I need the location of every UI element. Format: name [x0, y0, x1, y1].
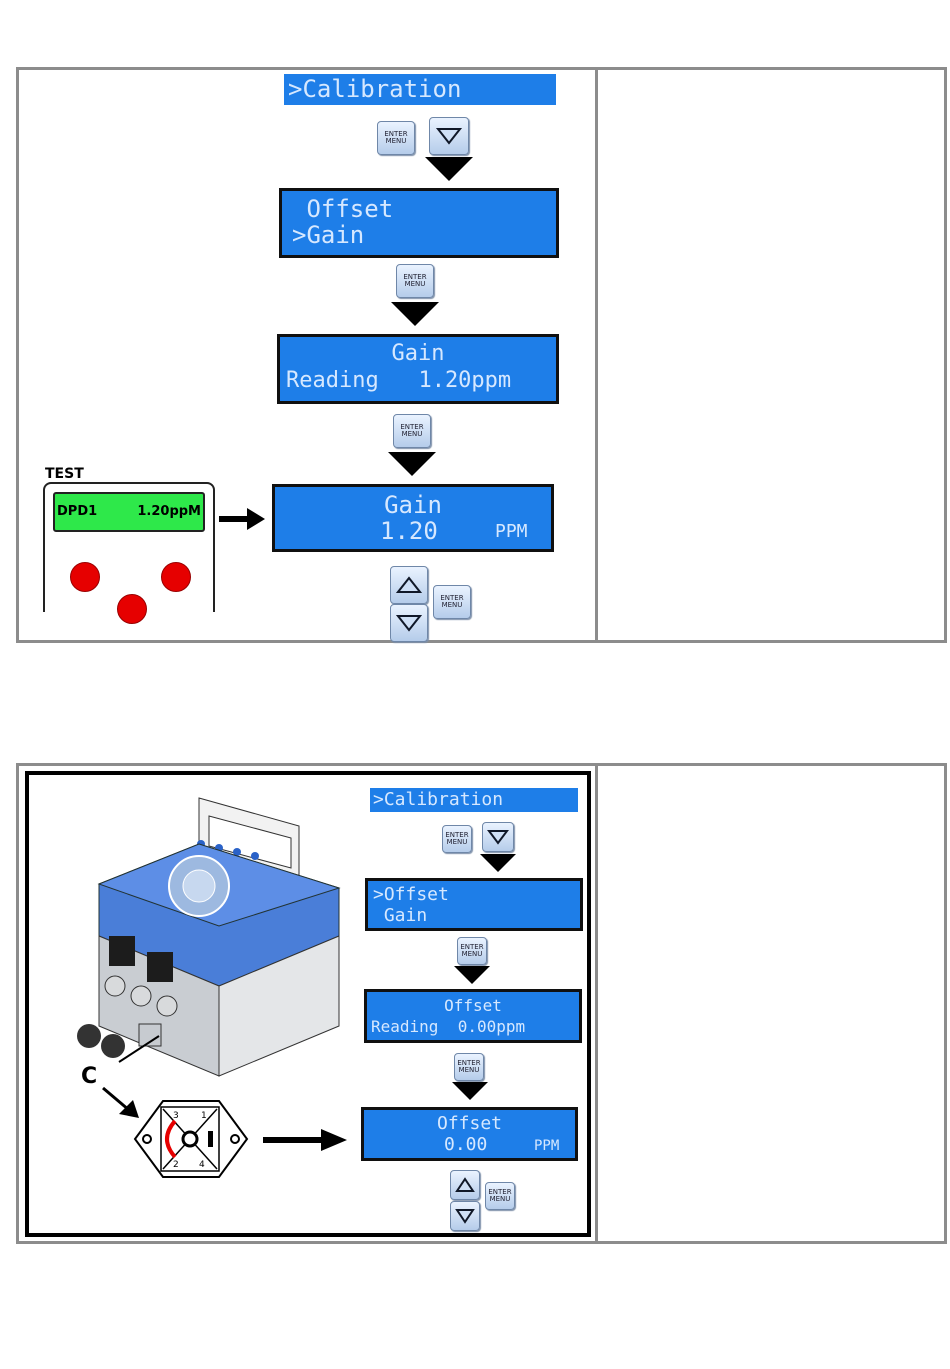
gain-reading-display: Gain Reading 1.20ppm	[277, 334, 559, 404]
arrow-right-icon	[263, 1129, 347, 1151]
up-button[interactable]	[390, 566, 428, 604]
pin-label: 4	[199, 1160, 205, 1170]
down-button[interactable]	[429, 117, 469, 155]
pin-label: 3	[173, 1111, 179, 1121]
meter-button-red[interactable]	[117, 594, 147, 624]
pin-label: 2	[173, 1160, 179, 1170]
panel-divider	[595, 766, 598, 1241]
down-button[interactable]	[482, 822, 514, 852]
down-triangle-icon	[487, 830, 509, 845]
offset-reading-display: Offset Reading 0.00ppm	[364, 989, 582, 1043]
meter-value: 1.20ppM	[137, 504, 201, 519]
offset-figure-frame	[25, 771, 591, 1237]
header-text: >Calibration	[288, 75, 462, 103]
callout-label: C	[81, 1064, 98, 1089]
enter-menu-button[interactable]: ENTER MENU	[457, 937, 487, 965]
offset-gain-menu-display: Offset >Gain	[279, 188, 559, 258]
enter-menu-button[interactable]: ENTER MENU	[396, 264, 434, 298]
calibration-header-display: >Calibration	[370, 788, 578, 812]
test-meter-screen: DPD1 1.20ppM	[53, 492, 205, 532]
test-meter-device: DPD1 1.20ppM	[43, 482, 215, 624]
arrow-down-icon	[452, 1082, 488, 1100]
down-triangle-icon	[455, 1209, 475, 1224]
dosing-pump-illustration	[77, 797, 341, 1077]
down-triangle-icon	[435, 128, 463, 145]
enter-menu-button[interactable]: ENTER MENU	[454, 1053, 484, 1081]
pin-label: 1	[201, 1111, 207, 1121]
enter-menu-button[interactable]: ENTER MENU	[442, 825, 472, 853]
offset-value-display: Offset 0.00 PPM	[361, 1107, 578, 1161]
enter-menu-button[interactable]: ENTER MENU	[377, 121, 415, 155]
down-triangle-icon	[396, 615, 422, 632]
arrow-down-icon	[454, 966, 490, 984]
offset-gain-menu-display: >Offset Gain	[365, 878, 583, 931]
arrow-right-icon	[219, 508, 265, 530]
meter-button-red[interactable]	[70, 562, 100, 592]
enter-menu-button[interactable]: ENTER MENU	[393, 414, 431, 448]
arrow-down-icon	[425, 157, 473, 181]
calibration-gain-panel: >Calibration ENTER MENU Offset >Gain ENT…	[16, 67, 947, 643]
down-button[interactable]	[390, 604, 428, 642]
up-triangle-icon	[396, 576, 422, 593]
arrow-down-icon	[391, 302, 439, 326]
callout-arrow-icon	[102, 1086, 139, 1118]
arrow-down-icon	[480, 854, 516, 872]
calibration-header-display: >Calibration	[284, 74, 556, 105]
test-label: TEST	[45, 466, 84, 482]
up-triangle-icon	[455, 1177, 475, 1192]
calibration-offset-panel: C 3 1 2 4 >Calibration ENTER MENU >Offse…	[16, 763, 947, 1244]
panel-divider	[595, 70, 598, 640]
meter-button-red[interactable]	[161, 562, 191, 592]
up-button[interactable]	[450, 1170, 480, 1200]
gain-value-display: Gain 1.20 PPM	[272, 484, 554, 552]
enter-menu-button[interactable]: ENTER MENU	[433, 585, 471, 619]
down-button[interactable]	[450, 1201, 480, 1231]
header-text: >Calibration	[373, 789, 504, 810]
arrow-down-icon	[388, 452, 436, 476]
meter-name: DPD1	[57, 504, 98, 519]
enter-menu-button[interactable]: ENTER MENU	[485, 1182, 515, 1210]
connector-diagram: 3 1 2 4	[133, 1100, 249, 1178]
